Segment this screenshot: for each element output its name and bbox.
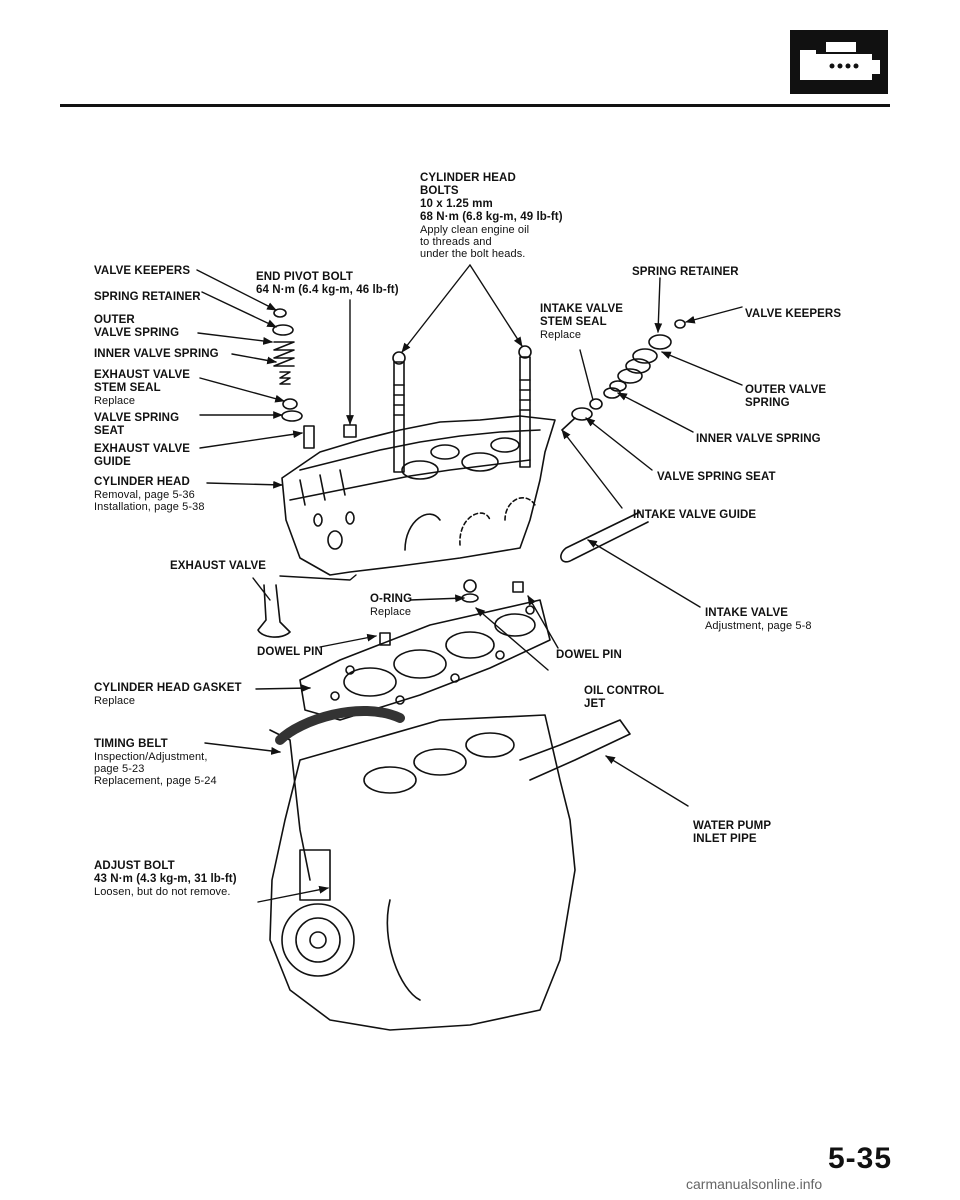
label-title: EXHAUST VALVE [170,560,267,572]
label-title: END PIVOT BOLT [256,271,354,283]
label-title: OUTER [94,314,135,326]
label-title: CYLINDER HEAD GASKET [94,682,242,694]
label-inner-valve-spring-left: INNER VALVE SPRING [94,348,219,361]
label-water-pump-inlet-pipe: WATER PUMP INLET PIPE [693,820,771,846]
label-title: VALVE SPRING [94,412,180,424]
label-title: VALVE KEEPERS [745,308,842,320]
label-title: EXHAUST VALVE [94,443,191,455]
label-title: BOLTS [420,185,459,197]
cylinder-head-gasket-drawing [299,599,551,721]
label-note: Replacement, page 5-24 [94,775,217,787]
label-dowel-pin-left: DOWEL PIN [257,646,323,659]
label-title: GUIDE [94,456,131,468]
label-title: DOWEL PIN [556,649,622,661]
label-note: under the bolt heads. [420,248,526,260]
label-title: EXHAUST VALVE [94,369,191,381]
label-note: to threads and [420,236,492,248]
label-outer-valve-spring-left: OUTER VALVE SPRING [94,314,179,340]
label-valve-spring-seat-right: VALVE SPRING SEAT [657,471,776,484]
label-title: SPRING RETAINER [632,266,739,278]
engine-icon [790,30,888,94]
watermark: carmanualsonline.info [686,1176,823,1192]
label-title: TIMING BELT [94,738,168,750]
label-spring-retainer-left: SPRING RETAINER [94,291,201,304]
label-oil-control-jet: OIL CONTROL JET [584,685,664,711]
label-note: Apply clean engine oil [420,224,530,236]
label-title: INTAKE VALVE GUIDE [633,509,757,521]
label-title: SEAT [94,425,125,437]
label-title: SPRING [745,397,790,409]
label-note: Replace [540,329,582,341]
label-timing-belt: TIMING BELT Inspection/Adjustment, page … [94,738,217,787]
label-note: Replace [94,695,136,707]
label-title: DOWEL PIN [257,646,323,658]
label-title: INTAKE VALVE [705,607,788,619]
label-note: Adjustment, page 5-8 [705,620,812,632]
label-note: Replace [370,606,412,618]
label-valve-spring-seat-left: VALVE SPRING SEAT [94,412,179,438]
label-title: INTAKE VALVE [540,303,623,315]
o-ring-dowel-pins-drawing [379,579,524,646]
label-title: ADJUST BOLT [94,860,175,872]
label-valve-keepers-left: VALVE KEEPERS [94,265,190,278]
intake-valve-drawing [560,511,649,563]
label-cylinder-head: CYLINDER HEAD Removal, page 5-36 Install… [94,476,205,513]
label-valve-keepers-right: VALVE KEEPERS [745,308,841,321]
exhaust-valve-drawing [257,584,291,638]
head-bolts-drawing [343,345,532,473]
label-o-ring: O-RING Replace [370,593,412,618]
label-title: INNER VALVE SPRING [696,433,821,445]
label-intake-valve: INTAKE VALVE Adjustment, page 5-8 [705,607,812,632]
label-note: Inspection/Adjustment, [94,751,208,763]
label-note: Removal, page 5-36 [94,489,195,501]
label-cylinder-head-gasket: CYLINDER HEAD GASKET Replace [94,682,242,707]
label-title: INLET PIPE [693,833,757,845]
header-rule [60,104,890,107]
label-cylinder-head-bolts: CYLINDER HEAD BOLTS 10 x 1.25 mm 68 N·m … [420,172,563,260]
label-note: Replace [94,395,136,407]
label-spring-retainer-right: SPRING RETAINER [632,266,739,279]
leader-lines [196,264,743,903]
label-title: VALVE SPRING [94,327,180,339]
label-exhaust-valve-guide: EXHAUST VALVE GUIDE [94,443,190,469]
intake-valve-stack-drawing [561,319,686,431]
label-note: Loosen, but do not remove. [94,886,231,898]
label-adjust-bolt: ADJUST BOLT 43 N·m (4.3 kg-m, 31 lb-ft) … [94,860,237,898]
label-end-pivot-bolt: END PIVOT BOLT 64 N·m (6.4 kg-m, 46 lb-f… [256,271,399,297]
label-note: Installation, page 5-38 [94,501,205,513]
page-number: 5-35 [828,1142,893,1175]
label-title: VALVE KEEPERS [94,265,191,277]
label-title: CYLINDER HEAD [94,476,190,488]
label-title: INNER VALVE SPRING [94,348,219,360]
label-inner-valve-spring-right: INNER VALVE SPRING [696,433,821,446]
label-title: 43 N·m (4.3 kg-m, 31 lb-ft) [94,873,237,885]
exhaust-valve-stack-drawing [272,308,315,449]
label-title: STEM SEAL [540,316,607,328]
label-note: page 5-23 [94,763,145,775]
label-title: 68 N·m (6.8 kg-m, 49 lb-ft) [420,211,563,223]
label-intake-valve-guide: INTAKE VALVE GUIDE [633,509,756,522]
label-title: O-RING [370,593,413,605]
label-outer-valve-spring-right: OUTER VALVE SPRING [745,384,826,410]
label-title: WATER PUMP [693,820,772,832]
engine-block-drawing [269,706,631,1031]
label-title: SPRING RETAINER [94,291,201,303]
label-title: OIL CONTROL [584,685,665,697]
label-title: VALVE SPRING SEAT [657,471,776,483]
cylinder-head-drawing [281,415,556,576]
label-title: JET [584,698,606,710]
label-exhaust-valve: EXHAUST VALVE [170,560,266,573]
label-title: CYLINDER HEAD [420,172,516,184]
label-title: 64 N·m (6.4 kg-m, 46 lb-ft) [256,284,399,296]
label-title: 10 x 1.25 mm [420,198,493,210]
label-exhaust-valve-stem-seal: EXHAUST VALVE STEM SEAL Replace [94,369,190,407]
label-intake-valve-stem-seal: INTAKE VALVE STEM SEAL Replace [540,303,623,341]
label-title: STEM SEAL [94,382,161,394]
label-dowel-pin-right: DOWEL PIN [556,649,622,662]
label-title: OUTER VALVE [745,384,827,396]
